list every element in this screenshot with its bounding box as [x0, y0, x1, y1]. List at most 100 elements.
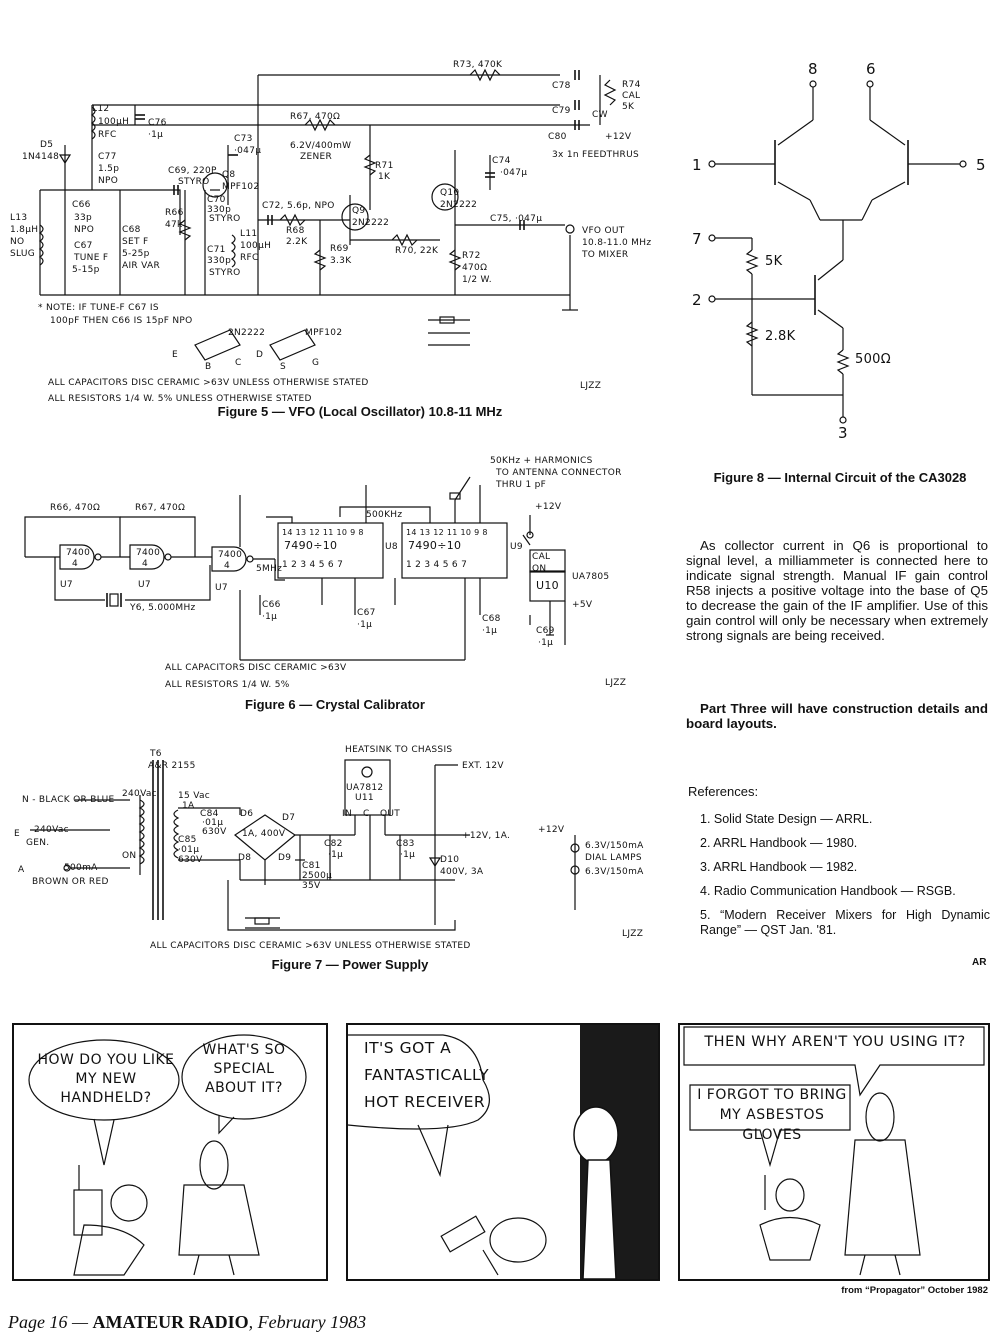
fig6-c69: C69	[536, 626, 555, 636]
article-paragraph: As collector current in Q6 is proportion…	[686, 538, 988, 643]
l13-no: NO	[10, 237, 24, 247]
references-title: References:	[688, 784, 759, 799]
c69-type: STYRO	[178, 177, 210, 187]
fig6-u7c: U7	[215, 583, 228, 593]
c71-label: C71	[207, 245, 226, 255]
fig7-c81-v: 35V	[302, 881, 321, 891]
fig6-500khz: 500KHz	[366, 510, 402, 520]
r68-value: 2.2K	[286, 237, 308, 247]
reference-item: 1. Solid State Design — ARRL.	[700, 812, 873, 826]
fig7-ext12: EXT. 12V	[462, 761, 504, 771]
c67-tune: TUNE F	[73, 253, 108, 263]
r72-power: 1/2 W.	[462, 275, 492, 285]
c79-label: C79	[552, 106, 571, 116]
r73-label: R73, 470K	[453, 60, 503, 70]
fig7-e-wire: E	[14, 829, 20, 839]
to-mixer-label: TO MIXER	[581, 250, 628, 260]
panel-3-bottom-speech: I FORGOT TO BRING MY ASBESTOS GLOVES	[697, 1087, 847, 1143]
fig6-y6: Y6, 5.000MHz	[129, 603, 196, 613]
fig6-harmonics-2: TO ANTENNA CONNECTOR	[495, 468, 622, 478]
pin-g: G	[312, 358, 319, 368]
reference-item: 3. ARRL Handbook — 1982.	[700, 860, 858, 874]
pkg-2n2222-label: 2N2222	[228, 328, 265, 338]
feedthrus-label: 3x 1n FEEDTHRUS	[552, 150, 639, 160]
fig7-c81: C81	[302, 861, 321, 871]
figure-5-caption: Figure 5 — VFO (Local Oscillator) 10.8-1…	[217, 404, 503, 419]
fig6-caps-note: ALL CAPACITORS DISC CERAMIC >63V	[165, 663, 347, 673]
fig7-caps-note: ALL CAPACITORS DISC CERAMIC >63V UNLESS …	[150, 941, 471, 951]
fig6-c66: C66	[262, 600, 281, 610]
c75-label: C75, ·047µ	[490, 214, 542, 224]
q8-label: Q8	[222, 170, 235, 180]
cartoon-credit: from “Propagator” October 1982	[841, 1285, 988, 1296]
plus12-label: +12V	[605, 132, 632, 142]
fig6-signature: LJZZ	[605, 678, 626, 688]
q9-type: 2N2222	[352, 218, 389, 228]
fig7-signature: LJZZ	[622, 929, 643, 939]
l13-value: 1.8µH	[10, 225, 38, 235]
c76-label: C76	[148, 118, 167, 128]
fig7-c82-val: ·1µ	[328, 850, 343, 860]
q10-type: 2N2222	[440, 200, 477, 210]
fig6-u9-ic: 7490÷10	[408, 539, 461, 552]
d5-label: D5	[40, 140, 53, 150]
fig6-res-note: ALL RESISTORS 1/4 W. 5%	[165, 680, 290, 690]
fig8-pin-2: 2	[692, 291, 702, 309]
fig5-res-note: ALL RESISTORS 1/4 W. 5% UNLESS OTHERWISE…	[48, 394, 312, 404]
pin-b: B	[205, 362, 211, 372]
r66-value: 47k	[165, 220, 183, 230]
fig7-on: ON	[122, 851, 136, 861]
figure-6-caption: Figure 6 — Crystal Calibrator	[245, 697, 425, 712]
c77-label: C77	[98, 152, 117, 162]
c78-label: C78	[552, 81, 571, 91]
fig6-c68: C68	[482, 614, 501, 624]
footer-magazine: AMATEUR RADIO	[92, 1312, 249, 1332]
c74-value: ·047µ	[500, 168, 527, 178]
fig7-dial: DIAL LAMPS	[585, 853, 642, 863]
fig6-cal: CAL	[532, 552, 550, 562]
reference-item: 4. Radio Communication Handbook — RSGB.	[700, 884, 956, 898]
l12-rfc: RFC	[98, 130, 117, 140]
footer-page: Page 16 —	[8, 1312, 93, 1332]
pin-s: S	[280, 362, 286, 372]
r69-label: R69	[330, 244, 349, 254]
d5-value: 1N4148	[22, 152, 59, 162]
fig6-r67: R67, 470Ω	[135, 503, 185, 513]
cartoon-panel-1: HOW DO YOU LIKE MY NEW HANDHELD? WHAT'S …	[12, 1023, 328, 1281]
r72-label: R72	[462, 251, 481, 261]
figure-7-schematic: T6 A&R 2155 HEATSINK TO CHASSIS EXT. 12V…	[14, 745, 644, 951]
l13-label: L13	[10, 213, 27, 223]
fig7-d10: D10	[440, 855, 459, 865]
fig7-c85-val: ·01µ	[178, 845, 199, 855]
footer-date: , February 1983	[248, 1312, 367, 1332]
c68-type: AIR VAR	[122, 261, 160, 271]
c71-type: STYRO	[209, 268, 241, 278]
fig7-out: OUT	[380, 809, 400, 819]
l11-label: L11	[240, 229, 257, 239]
c77-type: NPO	[98, 176, 118, 186]
cartoon-panel-2: IT'S GOT A FANTASTICALLY HOT RECEIVER	[346, 1023, 660, 1281]
fig7-brown: BROWN OR RED	[32, 877, 109, 887]
c68-label: C68	[122, 225, 141, 235]
reference-item: 2. ARRL Handbook — 1980.	[700, 836, 858, 850]
fig8-r5k: 5K	[765, 254, 783, 269]
figure-8-schematic: 8 6 1 5 7 2 3 5K 2.8K 500Ω	[692, 60, 986, 442]
c66-type: NPO	[74, 225, 94, 235]
c72-label: C72, 5.6p, NPO	[262, 201, 335, 211]
fig7-d8: D8	[238, 853, 251, 863]
fig6-u8-pins-bot: 1 2 3 4 5 6 7	[282, 560, 343, 570]
fig6-u9-pins-bot: 1 2 3 4 5 6 7	[406, 560, 467, 570]
c80-label: C80	[548, 132, 567, 142]
fig5-signature: LJZZ	[580, 381, 601, 391]
fig8-pin-6: 6	[866, 60, 876, 78]
c76-value: ·1µ	[148, 130, 163, 140]
fig7-c85: C85	[178, 835, 197, 845]
fig7-c84-val: ·01µ	[202, 818, 223, 828]
fig6-u8: U8	[385, 542, 398, 552]
fig6-plus5: +5V	[572, 600, 593, 610]
fig7-c: C	[363, 809, 370, 819]
fig6-u10: U10	[536, 579, 559, 592]
pin-e: E	[172, 350, 178, 360]
r74-cal-label: CAL	[622, 91, 640, 101]
l13-slug: SLUG	[10, 249, 35, 259]
